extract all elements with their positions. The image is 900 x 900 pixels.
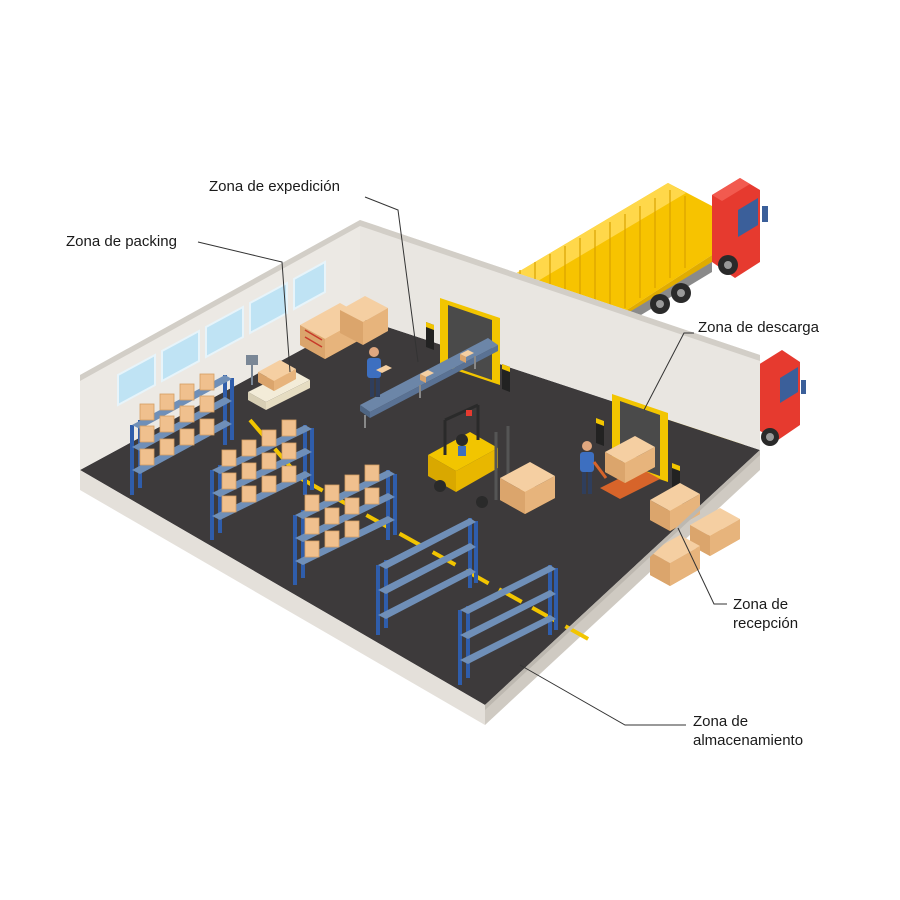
empty-rack-1 (376, 518, 478, 635)
label-zona-almacenamiento-line2: almacenamiento (693, 732, 804, 749)
label-zona-almacenamiento-line1: Zona de (693, 713, 749, 730)
front-right-wall (485, 450, 760, 710)
label-zona-expedicion: Zona de expedición (209, 177, 340, 196)
forklift (428, 403, 510, 508)
empty-rack-2 (458, 565, 558, 685)
conveyor-belt (360, 338, 498, 428)
pallet-boxes-dock (605, 436, 655, 483)
pallet-boxes-forklift (500, 462, 555, 514)
leader-line-almacenamiento (519, 664, 686, 726)
label-zona-recepcion-line1: Zona de (733, 596, 789, 613)
label-zona-recepcion: Zona de recepción (733, 595, 798, 633)
label-zona-packing: Zona de packing (66, 232, 177, 251)
leader-line-descarga (643, 332, 694, 411)
label-zona-expedicion-text: Zona de expedición (209, 178, 340, 195)
leader-lines (197, 196, 727, 726)
right-back-wall (360, 220, 760, 491)
warehouse-floor (80, 318, 760, 705)
storage-rack-with-boxes-2 (210, 419, 314, 540)
label-zona-descarga: Zona de descarga (698, 318, 819, 337)
label-zona-packing-text: Zona de packing (66, 233, 177, 250)
worker-packing (367, 347, 392, 397)
reception-pallets (650, 483, 740, 586)
storage-rack-with-boxes-1 (130, 373, 234, 495)
leader-line-recepcion (677, 527, 727, 605)
worker-pallet-jack (580, 441, 660, 499)
label-zona-descarga-text: Zona de descarga (698, 319, 819, 336)
leader-line-expedicion (364, 196, 419, 363)
outgoing-pallets (300, 296, 388, 359)
leader-line-packing (197, 241, 291, 373)
packing-station (246, 355, 310, 410)
storage-rack-with-boxes-3 (293, 464, 397, 585)
label-zona-almacenamiento: Zona de almacenamiento (693, 712, 803, 750)
label-zona-recepcion-line2: recepción (733, 615, 799, 632)
